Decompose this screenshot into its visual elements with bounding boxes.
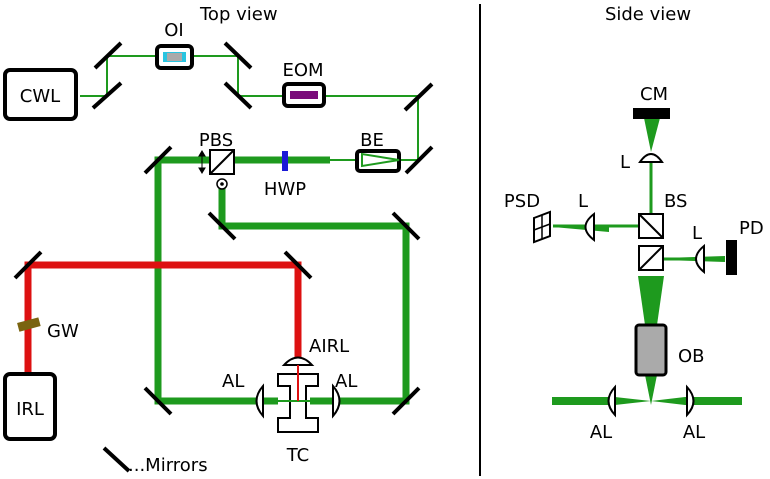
pbs-diagonal — [209, 149, 235, 175]
side-view-title: Side view — [605, 4, 691, 25]
al-side-right-label: AL — [683, 422, 705, 443]
oi-core — [167, 53, 182, 61]
bs-lower-diagonal — [638, 245, 664, 271]
hwp-label: HWP — [264, 179, 306, 200]
al-side-lens-left — [607, 384, 616, 418]
mirror — [91, 81, 123, 110]
photodiode — [726, 240, 737, 275]
top-view-title: Top view — [199, 4, 278, 25]
mirror — [143, 145, 173, 175]
mirror — [13, 250, 43, 280]
polarization-dot-icon — [216, 178, 228, 190]
mirror — [391, 386, 421, 416]
mirror — [143, 386, 173, 416]
psd-cross-h — [533, 223, 551, 231]
polarization-arrow-icon — [198, 150, 206, 174]
beam-expander-cone — [361, 152, 400, 168]
cm-label: CM — [640, 84, 668, 105]
mirror — [404, 145, 434, 175]
red-beam-path — [24, 261, 302, 372]
cwl-laser-box — [3, 68, 78, 121]
al-side-left-label: AL — [590, 422, 612, 443]
l-left-label: L — [578, 191, 588, 212]
gw-label: GW — [47, 321, 79, 342]
l-right-label: L — [692, 223, 702, 244]
germanium-window — [17, 317, 41, 332]
mirrors — [13, 41, 434, 416]
half-wave-plate — [282, 151, 288, 171]
mirror — [283, 250, 313, 280]
airl-lens — [281, 356, 315, 366]
al-side-lens-right — [686, 384, 695, 418]
irl-label: IRL — [16, 399, 44, 420]
tc-label: TC — [286, 445, 310, 466]
camera-block — [633, 108, 670, 119]
lens-left — [584, 211, 595, 243]
oi-label: OI — [164, 20, 183, 41]
lens-right — [695, 243, 705, 275]
al-lens-left — [255, 383, 264, 419]
cwl-label: CWL — [20, 86, 60, 107]
bs-label: BS — [664, 191, 687, 212]
mirrors-legend-label: ...Mirrors — [128, 455, 208, 476]
eom-label: EOM — [282, 60, 323, 81]
mirror — [391, 211, 421, 241]
bs-upper-diagonal — [638, 213, 664, 239]
thin-green-beam-path — [80, 55, 419, 161]
mirror — [403, 82, 434, 112]
lens-top — [638, 153, 664, 163]
test-cell — [277, 373, 319, 433]
pd-label: PD — [739, 218, 764, 239]
al-right-label: AL — [335, 371, 357, 392]
objective — [634, 323, 668, 377]
psd-label: PSD — [504, 191, 540, 212]
eom-crystal — [290, 91, 318, 99]
ob-label: OB — [678, 346, 705, 367]
pbs-label: PBS — [199, 130, 233, 151]
mirror — [223, 41, 253, 70]
al-left-label: AL — [222, 371, 244, 392]
mirror-legend-icon — [102, 446, 131, 473]
al-lens-right — [332, 383, 341, 419]
be-label: BE — [360, 130, 384, 151]
l-top-label: L — [620, 152, 630, 173]
mirror — [207, 211, 237, 241]
airl-label: AIRL — [309, 336, 349, 357]
mirror — [223, 81, 253, 110]
irl-laser-box — [3, 372, 57, 441]
mirror — [93, 41, 123, 70]
